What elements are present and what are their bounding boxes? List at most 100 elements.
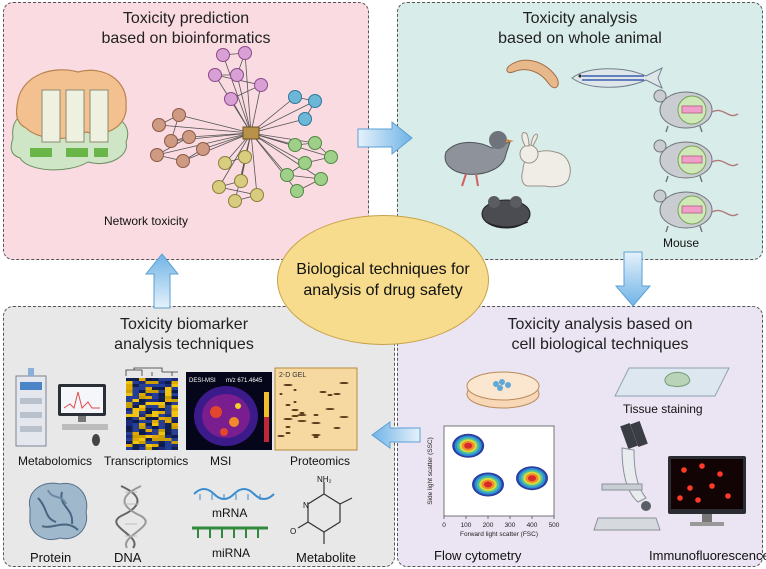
heatmap-cell <box>126 399 133 402</box>
heatmap-cell <box>165 447 172 450</box>
network-edge <box>250 132 306 164</box>
heatmap-cell <box>171 435 178 438</box>
heatmap-cell <box>165 393 172 396</box>
heatmap-cell <box>139 426 146 429</box>
heatmap-cell <box>145 441 152 444</box>
heatmap-cell <box>132 399 139 402</box>
label-msi: MSI <box>210 454 232 468</box>
network-node <box>230 68 244 82</box>
heatmap-cell <box>139 405 146 408</box>
gel-spot <box>313 436 319 438</box>
heatmap-cell <box>139 429 146 432</box>
gel-spot <box>325 408 335 410</box>
heatmap-cell <box>139 381 146 384</box>
heatmap-cell <box>132 393 139 396</box>
heatmap-cell <box>152 402 159 405</box>
transcriptomics-heatmap <box>125 367 178 450</box>
heatmap-cell <box>171 438 178 441</box>
network-node <box>212 180 226 194</box>
heatmap-cell <box>165 441 172 444</box>
msi-mz: m/z 671.4645 <box>226 378 263 384</box>
arrow-right <box>357 120 413 156</box>
heatmap-cell <box>152 444 159 447</box>
heatmap-cell <box>145 435 152 438</box>
panel-title-line2: based on whole animal <box>498 30 662 47</box>
flow-tick-label: 0 <box>442 522 446 529</box>
mirna-icon <box>192 526 268 538</box>
network-node <box>308 94 322 108</box>
caption-mouse: Mouse <box>663 236 700 250</box>
panel-title-line2: analysis techniques <box>114 336 254 353</box>
heatmap-cell <box>132 414 139 417</box>
heatmap-cell <box>126 444 133 447</box>
heatmap-cell <box>152 435 159 438</box>
heatmap-cell <box>132 438 139 441</box>
gel-spot <box>327 394 333 396</box>
gel-spot <box>291 409 299 411</box>
heatmap-cell <box>165 435 172 438</box>
heatmap-cell <box>165 384 172 387</box>
heatmap-cell <box>126 381 133 384</box>
heatmap-cell <box>132 387 139 390</box>
fluorescent-cell <box>709 483 715 489</box>
network-node <box>288 90 302 104</box>
flow-population <box>484 481 492 488</box>
network-node <box>324 150 338 164</box>
panel-title-line1: Toxicity analysis <box>522 10 638 27</box>
panel-title-line2: based on bioinformatics <box>101 30 271 47</box>
gel-spot <box>283 384 293 386</box>
heatmap-cell <box>158 387 165 390</box>
network-node <box>234 174 248 188</box>
network-edge <box>188 132 252 138</box>
heatmap-cell <box>132 420 139 423</box>
network-graph <box>150 46 338 208</box>
gel-spot <box>283 418 293 420</box>
heatmap-cell <box>152 387 159 390</box>
network-node <box>150 148 164 162</box>
heatmap-cell <box>171 426 178 429</box>
heatmap-cell <box>132 384 139 387</box>
heatmap-cell <box>165 423 172 426</box>
heatmap-cell <box>145 447 152 450</box>
heatmap-cell <box>145 420 152 423</box>
caption-immunofluorescence: Immunofluorescence <box>649 548 766 563</box>
network-edge <box>250 118 306 134</box>
gel-spot <box>333 393 341 395</box>
network-node <box>172 108 186 122</box>
heatmap-cell <box>152 411 159 414</box>
heatmap-cell <box>158 441 165 444</box>
heatmap-cell <box>158 432 165 435</box>
heatmap-cell <box>165 378 172 381</box>
gel-spot <box>277 435 285 437</box>
heatmap-cell <box>152 420 159 423</box>
gel-spot <box>333 427 341 429</box>
heatmap-cell <box>152 432 159 435</box>
network-node <box>308 136 322 150</box>
heatmap-cell <box>145 432 152 435</box>
heatmap-cell <box>171 402 178 405</box>
heatmap-cell <box>126 411 133 414</box>
metabolite-n: N <box>303 501 309 510</box>
heatmap-cell <box>126 384 133 387</box>
network-node <box>224 92 238 106</box>
tissue-slide-icon <box>614 367 730 397</box>
gel-spot <box>339 382 349 384</box>
heatmap-cell <box>171 396 178 399</box>
heatmap-cell <box>132 429 139 432</box>
heatmap-cell <box>145 429 152 432</box>
heatmap-cell <box>139 402 146 405</box>
heatmap-cell <box>139 408 146 411</box>
panel-title-line1: Toxicity prediction <box>122 10 250 27</box>
gel-spot <box>311 434 321 436</box>
heatmap-cell <box>126 405 133 408</box>
network-node <box>280 168 294 182</box>
heatmap-cell <box>126 390 133 393</box>
heatmap-cell <box>158 399 165 402</box>
heatmap-cell <box>158 447 165 450</box>
flow-tick-label: 200 <box>483 522 494 529</box>
network-node <box>250 188 264 202</box>
flow-population <box>528 475 536 482</box>
arrow-left <box>371 421 421 449</box>
gel-spot <box>297 414 307 416</box>
network-node <box>298 156 312 170</box>
